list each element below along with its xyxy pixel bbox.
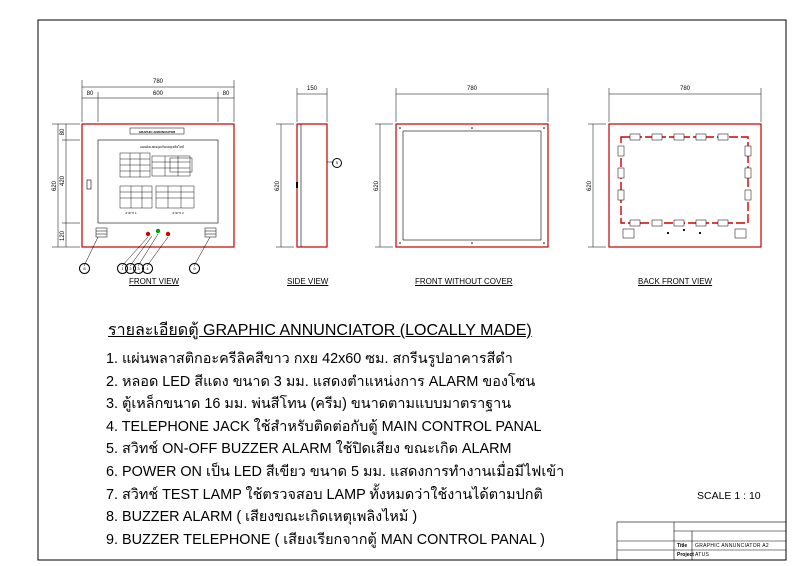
- side-view: 150 620: [275, 86, 334, 248]
- spec-item-8: 8. BUZZER ALARM ( เสียงขณะเกิดเหตุเพลิงไ…: [106, 509, 418, 526]
- title-block: [616, 521, 787, 561]
- front-map-label-2: อาคาร 2: [172, 211, 184, 215]
- front-without-cover-label: FRONT WITHOUT COVER: [415, 277, 513, 286]
- front-view-label: FRONT VIEW: [129, 277, 180, 286]
- front-dim-h-total: 620: [52, 180, 58, 191]
- side-cabinet: [296, 123, 328, 248]
- spec-item-7: 7. สวิทช์ TEST LAMP ใช้ตรวจสอบ LAMP ทั้ง…: [106, 486, 543, 503]
- front-cabinet: [81, 123, 235, 248]
- callout-4: 4: [142, 263, 153, 274]
- back-dim-w: 780: [680, 86, 691, 92]
- power-on-led: [155, 228, 161, 234]
- front-view: 780 80 600 80 620 80 420 120 GRAPHIC ANN…: [52, 79, 235, 267]
- back-front-view-label: BACK FRONT VIEW: [638, 277, 713, 286]
- spec-item-6: 6. POWER ON เป็น LED สีเขียว ขนาด 5 มม. …: [106, 463, 565, 480]
- back-led-wiring: [620, 136, 749, 224]
- front-plaque: [129, 127, 185, 135]
- back-front-view: 780 620: [587, 86, 762, 248]
- title-block-title-value: GRAPHIC ANNUNCIATOR A2: [695, 542, 769, 549]
- front-dim-h-top: 80: [60, 128, 66, 135]
- fwc-cabinet: [395, 123, 549, 248]
- buzzer-switch: [145, 231, 151, 237]
- side-dim-w: 150: [307, 86, 318, 92]
- spec-item-4: 4. TELEPHONE JACK ใช้สำหรับติดต่อกับตู้ …: [106, 418, 542, 435]
- buzzer-alarm-grille: [95, 227, 108, 238]
- side-jack: [296, 182, 298, 188]
- title-block-title-key: Title: [677, 542, 688, 549]
- spec-item-5: 5. สวิทช์ ON-OFF BUZZER ALARM ใช้ปิดเสีย…: [106, 441, 512, 458]
- callout-9: 9: [189, 263, 200, 274]
- front-dim-right: 80: [223, 91, 230, 97]
- title-block-project-key: Project: [677, 551, 694, 558]
- scale-label: SCALE 1 : 10: [697, 490, 761, 502]
- title-block-project-value: ATUS: [695, 551, 710, 558]
- spec-item-9: 9. BUZZER TELEPHONE ( เสียงเรียกจากตู้ M…: [106, 531, 545, 548]
- fwc-dim-h: 620: [374, 180, 380, 191]
- test-lamp-switch: [165, 231, 171, 237]
- back-buzzer-right: [734, 228, 747, 239]
- side-view-label: SIDE VIEW: [287, 277, 329, 286]
- front-acrylic-panel: [97, 139, 219, 224]
- spec-item-1: 1. แผ่นพลาสติกอะครีลิคสีขาว กxย 42x60 ซม…: [106, 351, 513, 367]
- callout-8: 8: [79, 263, 90, 274]
- front-dim-mid: 600: [153, 91, 164, 97]
- front-without-cover-view: 780 620: [374, 86, 549, 248]
- front-dim-left: 80: [87, 91, 94, 97]
- spec-heading: รายละเอียดตู้ GRAPHIC ANNUNCIATOR (LOCAL…: [108, 322, 532, 339]
- front-dim-h-bot: 120: [60, 230, 66, 241]
- fwc-dim-w: 780: [467, 86, 478, 92]
- callout-5: 5: [332, 158, 342, 168]
- side-dim-h: 620: [275, 180, 281, 191]
- front-plaque-text: GRAPHIC ANNUNCIATOR: [139, 130, 176, 134]
- front-dim-h-mid: 420: [60, 175, 66, 186]
- buzzer-telephone-grille: [204, 227, 217, 238]
- front-map-label-1: อาคาร 1: [125, 211, 137, 215]
- spec-list: 1. แผ่นพลาสติกอะครีลิคสีขาว กxย 42x60 ซม…: [106, 348, 564, 551]
- spec-item-2: 2. หลอด LED สีแดง ขนาด 3 มม. แสดงตำแหน่ง…: [106, 373, 536, 390]
- front-building-map: [119, 152, 195, 209]
- back-led-modules: [617, 133, 752, 227]
- front-dim-total: 780: [153, 79, 164, 85]
- spec-item-3: 3. ตู้เหล็กขนาด 16 มม. พ่นสีโทน (ครีม) ข…: [106, 396, 512, 413]
- telephone-jack: [86, 179, 92, 190]
- back-cabinet: [608, 123, 762, 248]
- back-buzzer-left: [622, 228, 635, 239]
- back-dim-h: 620: [587, 180, 593, 191]
- sheet-border: [37, 19, 787, 561]
- front-map-title: แผนผังแสดงจุดเกิดเหตุเพลิงไหม้: [140, 145, 184, 150]
- fwc-inner-panel: [402, 130, 542, 241]
